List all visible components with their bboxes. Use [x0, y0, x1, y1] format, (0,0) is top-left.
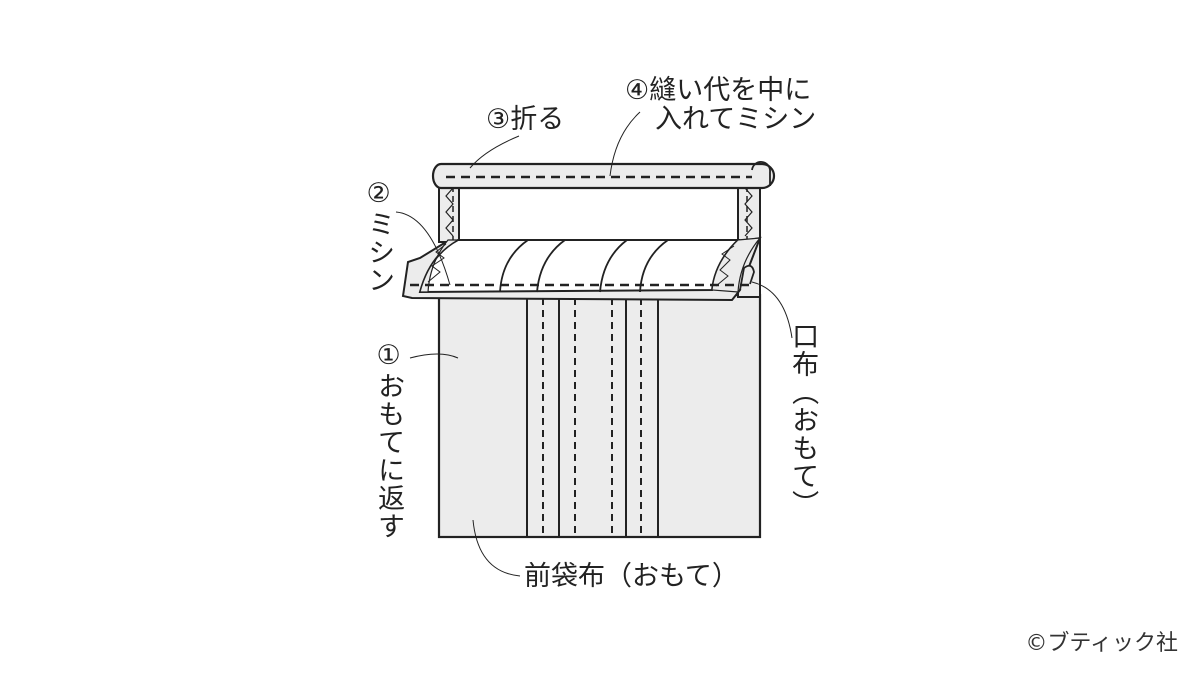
front-pocket-label: 前袋布（おもて）	[524, 561, 739, 592]
front-pocket-cloth	[437, 293, 762, 539]
mouth-cloth-label: 口布（おもて）	[787, 322, 819, 518]
step3-fold-label: ③折る	[486, 105, 564, 134]
step1-turn-label: ①おもてに返す	[373, 340, 405, 540]
step2-number: ②	[363, 178, 395, 210]
step4-number: ④	[625, 75, 650, 106]
folded-flap	[401, 236, 762, 302]
copyright-notice: ©ブティック社	[1025, 631, 1178, 656]
step4-stitch-label: ④縫い代を中に 入れてミシン	[625, 76, 816, 134]
step1-number: ①	[373, 340, 405, 372]
step1-text: おもてに返す	[373, 372, 405, 540]
top-fold-roll	[431, 161, 776, 190]
step3-text: 折る	[510, 104, 565, 135]
step4-line2: 入れてミシン	[655, 104, 817, 136]
leader-lines	[395, 111, 793, 577]
step2-text: ミシン	[363, 210, 395, 294]
step2-sew-label: ②ミシン	[363, 178, 395, 294]
step4-line1: 縫い代を中に	[649, 75, 812, 106]
step3-number: ③	[486, 104, 511, 135]
